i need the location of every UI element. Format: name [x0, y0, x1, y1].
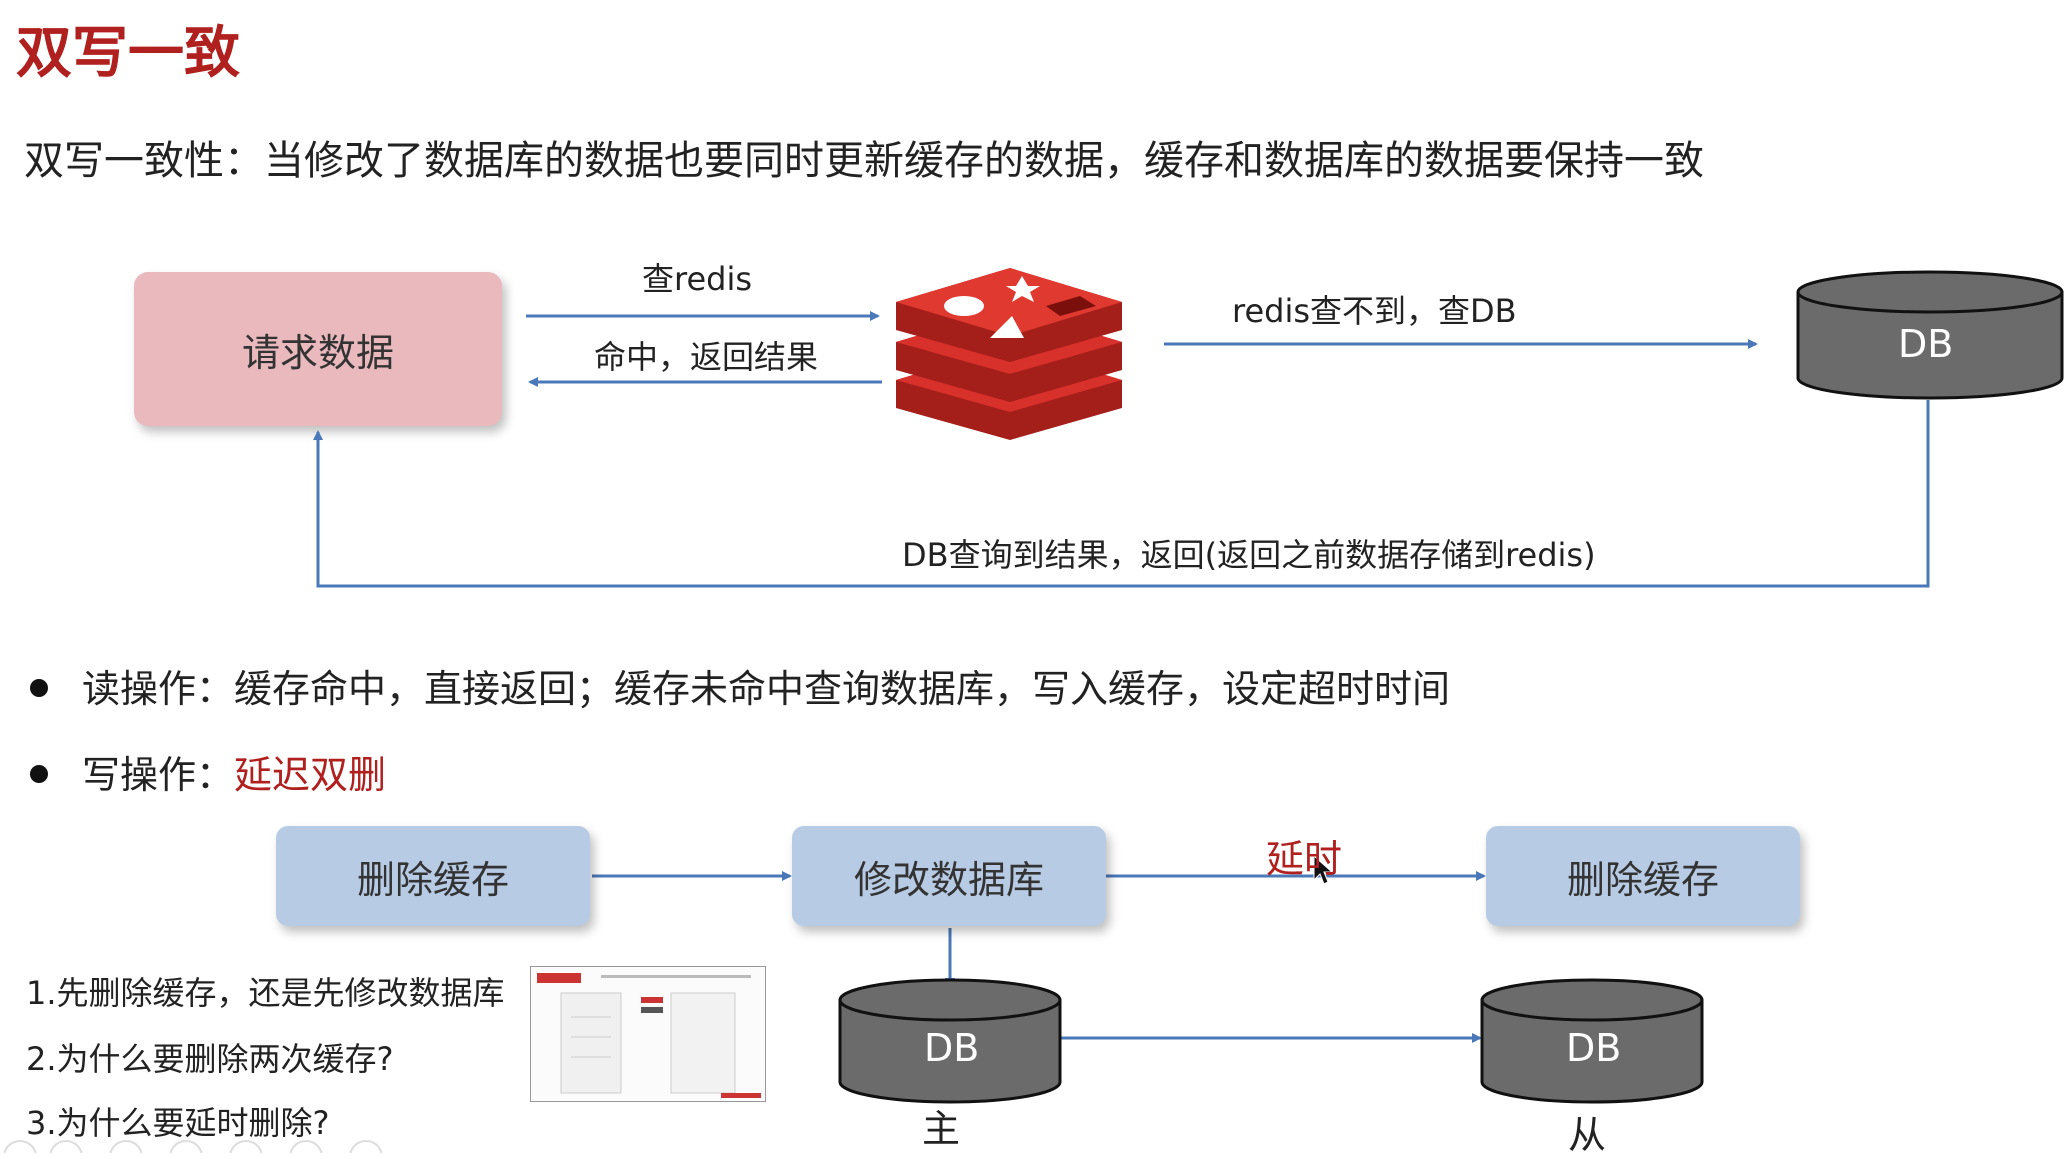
thumbnail-preview-icon [531, 967, 765, 1101]
write-operation-prefix: 写操作： [82, 753, 235, 797]
toolbar-button-icon [349, 1140, 383, 1153]
query-redis-label: 查redis [642, 260, 753, 298]
delay-label: 延时 [1266, 837, 1343, 881]
write-operation-bullet: 写操作：延迟双删 [30, 744, 386, 799]
read-operation-bullet: 读操作：缓存命中，直接返回；缓存未命中查询数据库，写入缓存，设定超时时间 [30, 658, 1450, 713]
hit-return-label: 命中，返回结果 [594, 338, 819, 376]
toolbar-button-icon [229, 1140, 263, 1153]
slave-caption: 从 [1568, 1113, 1607, 1157]
delete-cache-box-1: 删除缓存 [276, 826, 590, 926]
miss-query-db-label: redis查不到，查DB [1232, 292, 1517, 330]
page-subtitle: 双写一致性：当修改了数据库的数据也要同时更新缓存的数据，缓存和数据库的数据要保持… [24, 138, 1704, 184]
delete-cache-box-2: 删除缓存 [1486, 826, 1800, 926]
db-cylinder-master [838, 978, 1062, 1104]
slide-thumbnail[interactable] [530, 966, 766, 1102]
db-cylinder-slave [1480, 978, 1704, 1104]
delete-cache-label-2: 删除缓存 [1566, 857, 1719, 902]
toolbar-button-icon [49, 1140, 83, 1153]
bullet-dot-icon [30, 678, 48, 697]
write-operation-highlight: 延迟双删 [234, 753, 387, 797]
read-operation-text: 读操作：缓存命中，直接返回；缓存未命中查询数据库，写入缓存，设定超时时间 [82, 667, 1451, 711]
db-return-label: DB查询到结果，返回(返回之前数据存储到redis) [902, 536, 1596, 574]
slide-toolbar [3, 1140, 383, 1153]
toolbar-button-icon [289, 1140, 323, 1153]
request-data-box: 请求数据 [134, 272, 502, 426]
bullet-dot-icon [30, 764, 48, 783]
toolbar-button-icon [3, 1140, 37, 1153]
toolbar-button-icon [169, 1140, 203, 1153]
redis-logo-icon [896, 268, 1122, 440]
db-top-label: DB [1898, 322, 1954, 366]
master-caption: 主 [922, 1107, 961, 1151]
request-data-label: 请求数据 [241, 330, 394, 375]
db-cylinder-top [1796, 270, 2064, 400]
question-2: 2.为什么要删除两次缓存? [26, 1040, 394, 1078]
question-3: 3.为什么要延时删除? [26, 1104, 330, 1142]
page-title: 双写一致 [16, 21, 240, 86]
mouse-cursor-icon [1313, 854, 1334, 885]
db-slave-label: DB [1566, 1026, 1622, 1070]
modify-db-label: 修改数据库 [853, 857, 1044, 902]
delete-cache-label-1: 删除缓存 [356, 857, 509, 902]
toolbar-button-icon [109, 1140, 143, 1153]
db-master-label: DB [924, 1026, 980, 1070]
modify-db-box: 修改数据库 [792, 826, 1106, 926]
question-1: 1.先删除缓存，还是先修改数据库 [26, 974, 505, 1012]
arrow-db-return [313, 400, 1930, 588]
